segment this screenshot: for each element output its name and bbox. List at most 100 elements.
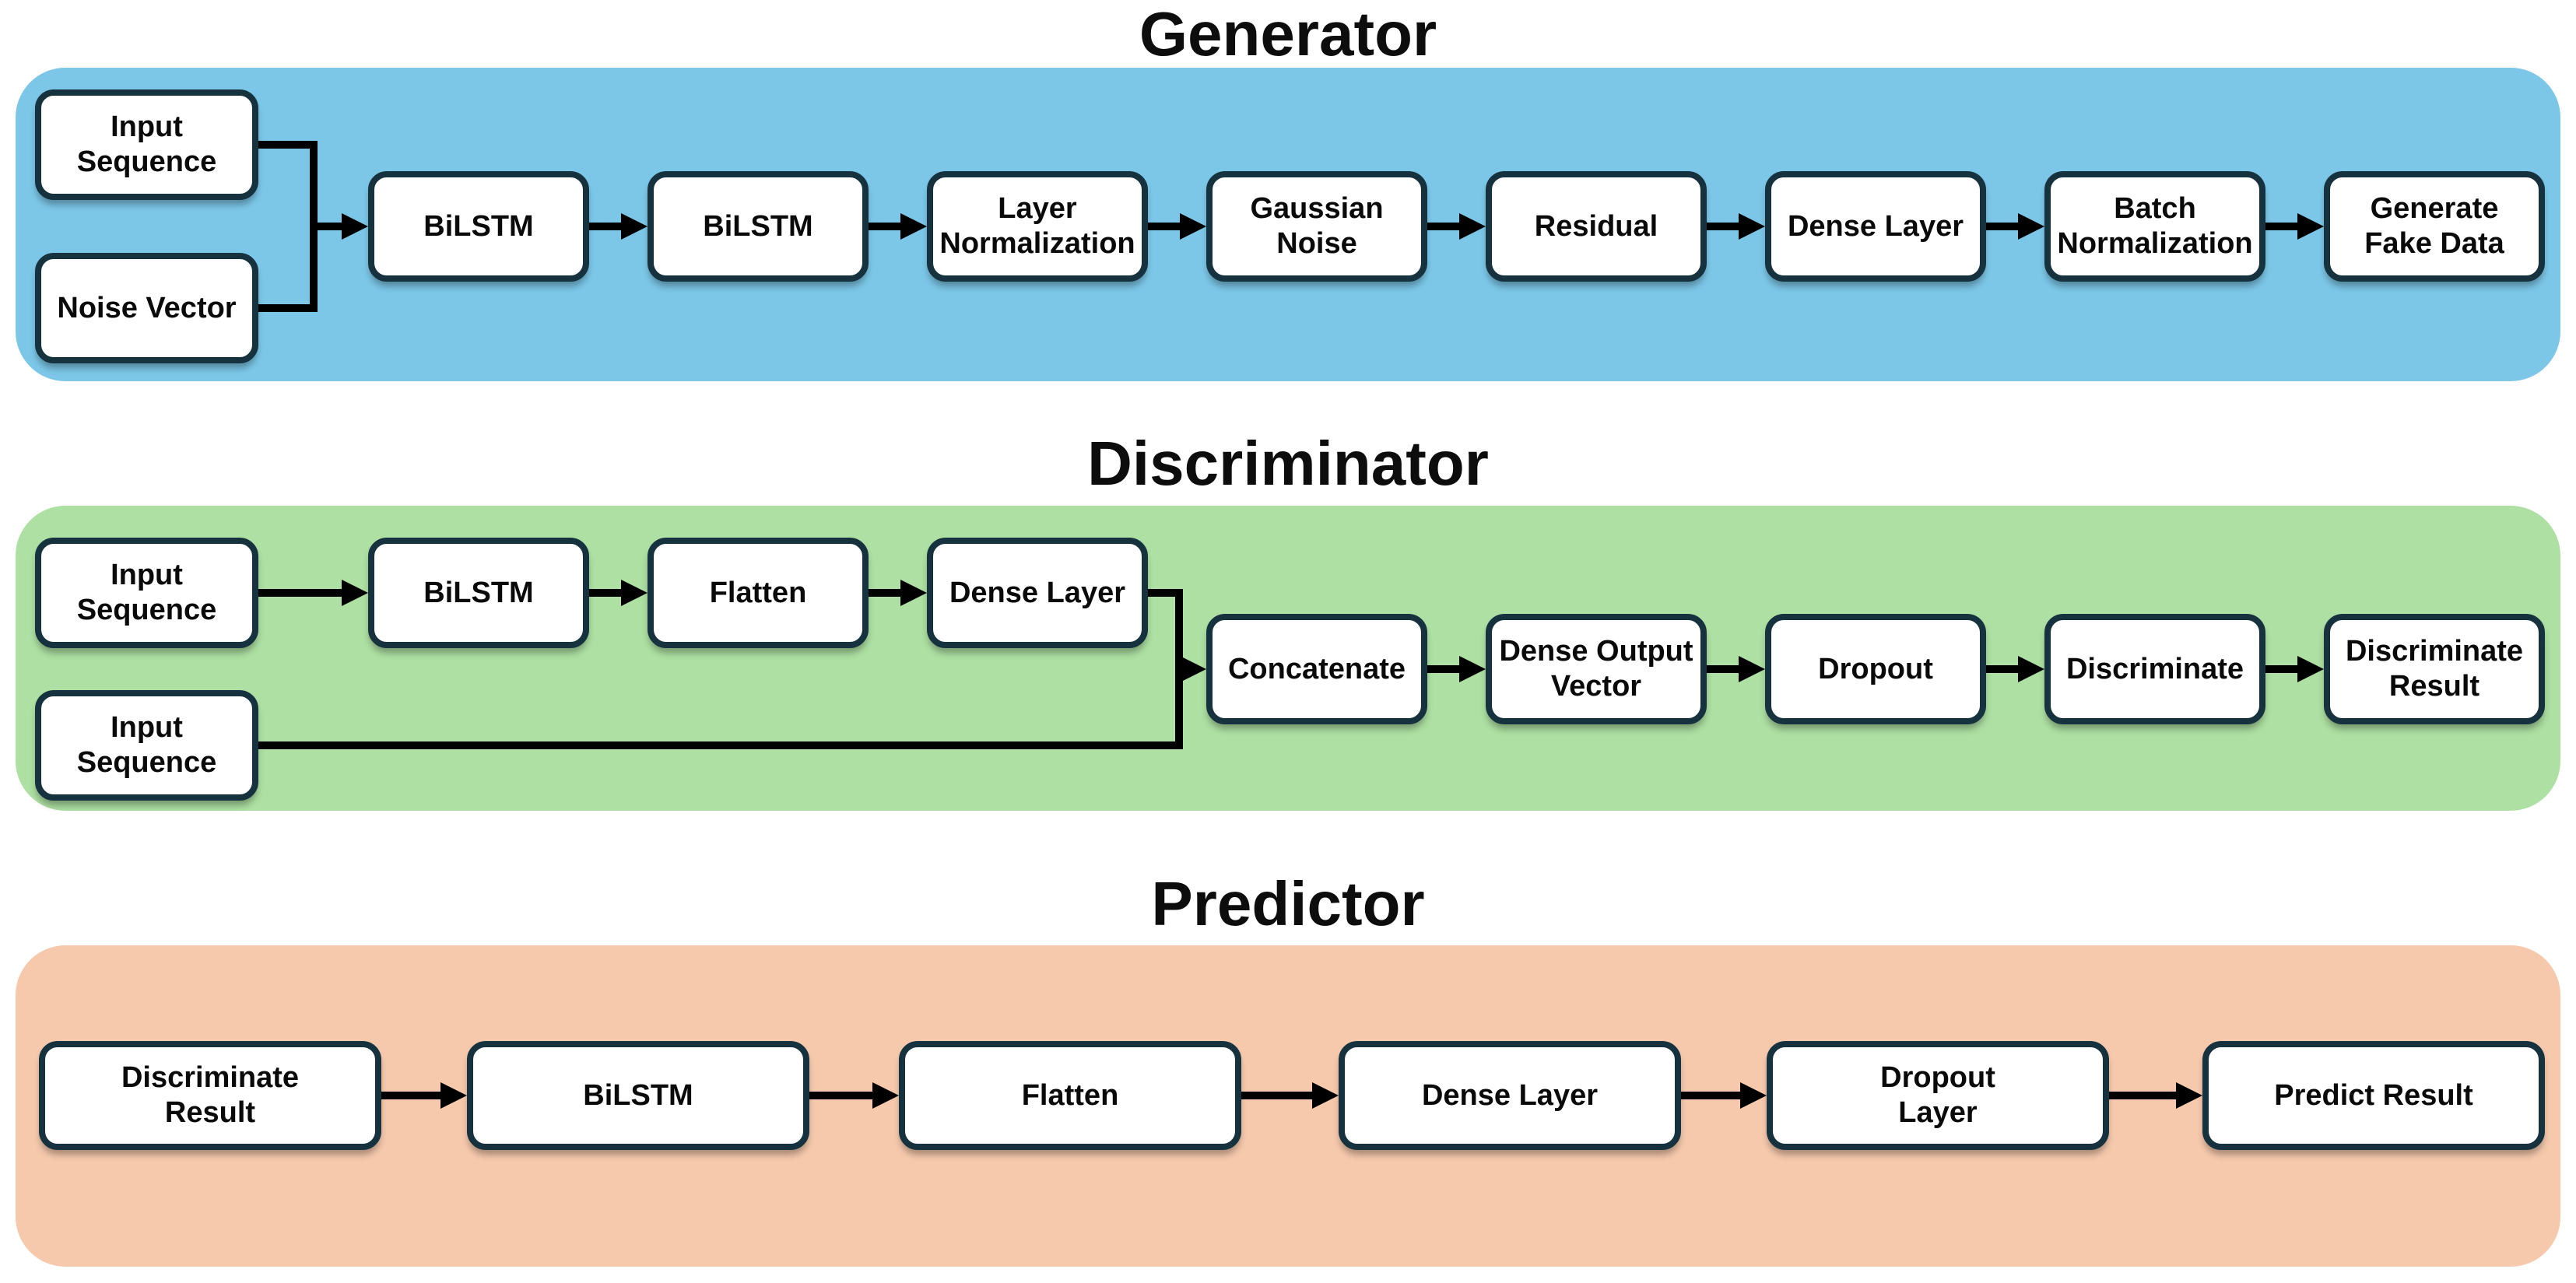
disc-node-dense-layer: Dense Layer (927, 538, 1148, 648)
disc-node-input-sequence-1: Input Sequence (35, 538, 258, 648)
pred-node-bilstm: BiLSTM (467, 1041, 809, 1150)
connector-line (1427, 223, 1462, 230)
node-label: Dense Layer (949, 576, 1125, 609)
pred-node-discriminate-result: Discriminate Result (39, 1041, 381, 1150)
connector-line (1427, 665, 1462, 673)
pred-node-dense-layer: Dense Layer (1339, 1041, 1681, 1150)
arrowhead-icon (1459, 213, 1486, 240)
arrowhead-icon (1740, 1082, 1767, 1109)
connector-line (258, 741, 1183, 749)
gen-node-residual: Residual (1486, 171, 1707, 282)
gen-node-gaussian-noise: Gaussian Noise (1206, 171, 1427, 282)
disc-node-discriminate-result: Discriminate Result (2324, 614, 2545, 724)
node-label: BiLSTM (703, 209, 813, 243)
connector-line (310, 223, 345, 230)
arrowhead-icon (2297, 656, 2324, 682)
arrowhead-icon (900, 580, 927, 606)
connector-line (869, 589, 904, 597)
node-label: Input Sequence (76, 559, 217, 626)
connector-line (1986, 223, 2021, 230)
node-label: Gaussian Noise (1250, 192, 1384, 260)
disc-node-discriminate: Discriminate (2044, 614, 2265, 724)
arrowhead-icon (2176, 1082, 2202, 1109)
connector-line (258, 141, 318, 149)
connector-merge-line (1175, 589, 1183, 749)
connector-line (1148, 223, 1183, 230)
connector-line (2265, 665, 2301, 673)
connector-line (589, 589, 624, 597)
connector-line (1707, 665, 1742, 673)
connector-line (381, 1092, 444, 1099)
arrowhead-icon (1739, 213, 1765, 240)
predictor-panel (16, 945, 2560, 1267)
disc-node-bilstm: BiLSTM (368, 538, 589, 648)
node-label: Discriminate Result (121, 1061, 300, 1129)
arrowhead-icon (872, 1082, 899, 1109)
arrowhead-icon (621, 580, 648, 606)
arrowhead-icon (1180, 656, 1206, 682)
disc-node-dropout: Dropout (1765, 614, 1986, 724)
node-label: Discriminate (2065, 652, 2244, 685)
node-label: Dropout Layer (1880, 1061, 1995, 1129)
connector-line (1241, 1092, 1315, 1099)
arrowhead-icon (1180, 213, 1206, 240)
connector-line (1707, 223, 1742, 230)
node-label: Flatten (709, 576, 807, 609)
node-label: Flatten (1021, 1078, 1119, 1112)
arrowhead-icon (1739, 656, 1765, 682)
node-label: Generate Fake Data (2364, 192, 2504, 260)
arrowhead-icon (2297, 213, 2324, 240)
connector-line (589, 223, 624, 230)
disc-node-input-sequence-2: Input Sequence (35, 690, 258, 801)
node-label: Layer Normalization (939, 192, 1135, 260)
gen-node-input-sequence: Input Sequence (35, 89, 258, 200)
node-label: Input Sequence (76, 110, 217, 178)
connector-line (258, 304, 318, 312)
gen-node-layer-normalization: Layer Normalization (927, 171, 1148, 282)
node-label: Dense Output Vector (1499, 635, 1693, 703)
arrowhead-icon (342, 213, 368, 240)
node-label: Residual (1534, 209, 1658, 243)
arrowhead-icon (2018, 656, 2044, 682)
node-label: Batch Normalization (2057, 192, 2253, 260)
node-label: BiLSTM (583, 1078, 693, 1112)
gen-node-dense-layer: Dense Layer (1765, 171, 1986, 282)
pred-node-predict-result: Predict Result (2202, 1041, 2545, 1150)
connector-line (2265, 223, 2301, 230)
connector-line (1986, 665, 2021, 673)
pred-node-dropout-layer: Dropout Layer (1767, 1041, 2109, 1150)
node-label: Predict Result (2274, 1078, 2473, 1112)
connector-elbow-line (1148, 589, 1183, 597)
gen-node-batch-normalization: Batch Normalization (2044, 171, 2265, 282)
disc-node-concatenate: Concatenate (1206, 614, 1427, 724)
arrowhead-icon (342, 580, 368, 606)
node-label: Dropout (1818, 652, 1933, 685)
discriminator-title: Discriminator (1087, 429, 1489, 498)
pred-node-flatten: Flatten (899, 1041, 1241, 1150)
arrowhead-icon (2018, 213, 2044, 240)
node-label: BiLSTM (423, 209, 534, 243)
connector-line (869, 223, 904, 230)
disc-node-flatten: Flatten (648, 538, 869, 648)
connector-line (1681, 1092, 1743, 1099)
arrowhead-icon (1312, 1082, 1339, 1109)
node-label: Noise Vector (57, 291, 237, 324)
gen-node-bilstm-2: BiLSTM (648, 171, 869, 282)
arrowhead-icon (1459, 656, 1486, 682)
node-label: Input Sequence (76, 711, 217, 779)
node-label: Dense Layer (1787, 209, 1964, 243)
gen-node-bilstm-1: BiLSTM (368, 171, 589, 282)
node-label: BiLSTM (423, 576, 534, 609)
arrowhead-icon (440, 1082, 467, 1109)
generator-title: Generator (1139, 0, 1437, 68)
arrowhead-icon (900, 213, 927, 240)
arrowhead-icon (621, 213, 648, 240)
node-label: Discriminate Result (2345, 635, 2524, 703)
gen-node-noise-vector: Noise Vector (35, 253, 258, 363)
node-label: Concatenate (1227, 652, 1406, 685)
disc-node-dense-output-vector: Dense Output Vector (1486, 614, 1707, 724)
connector-line (809, 1092, 876, 1099)
connector-line (258, 589, 342, 597)
predictor-title: Predictor (1151, 869, 1425, 938)
